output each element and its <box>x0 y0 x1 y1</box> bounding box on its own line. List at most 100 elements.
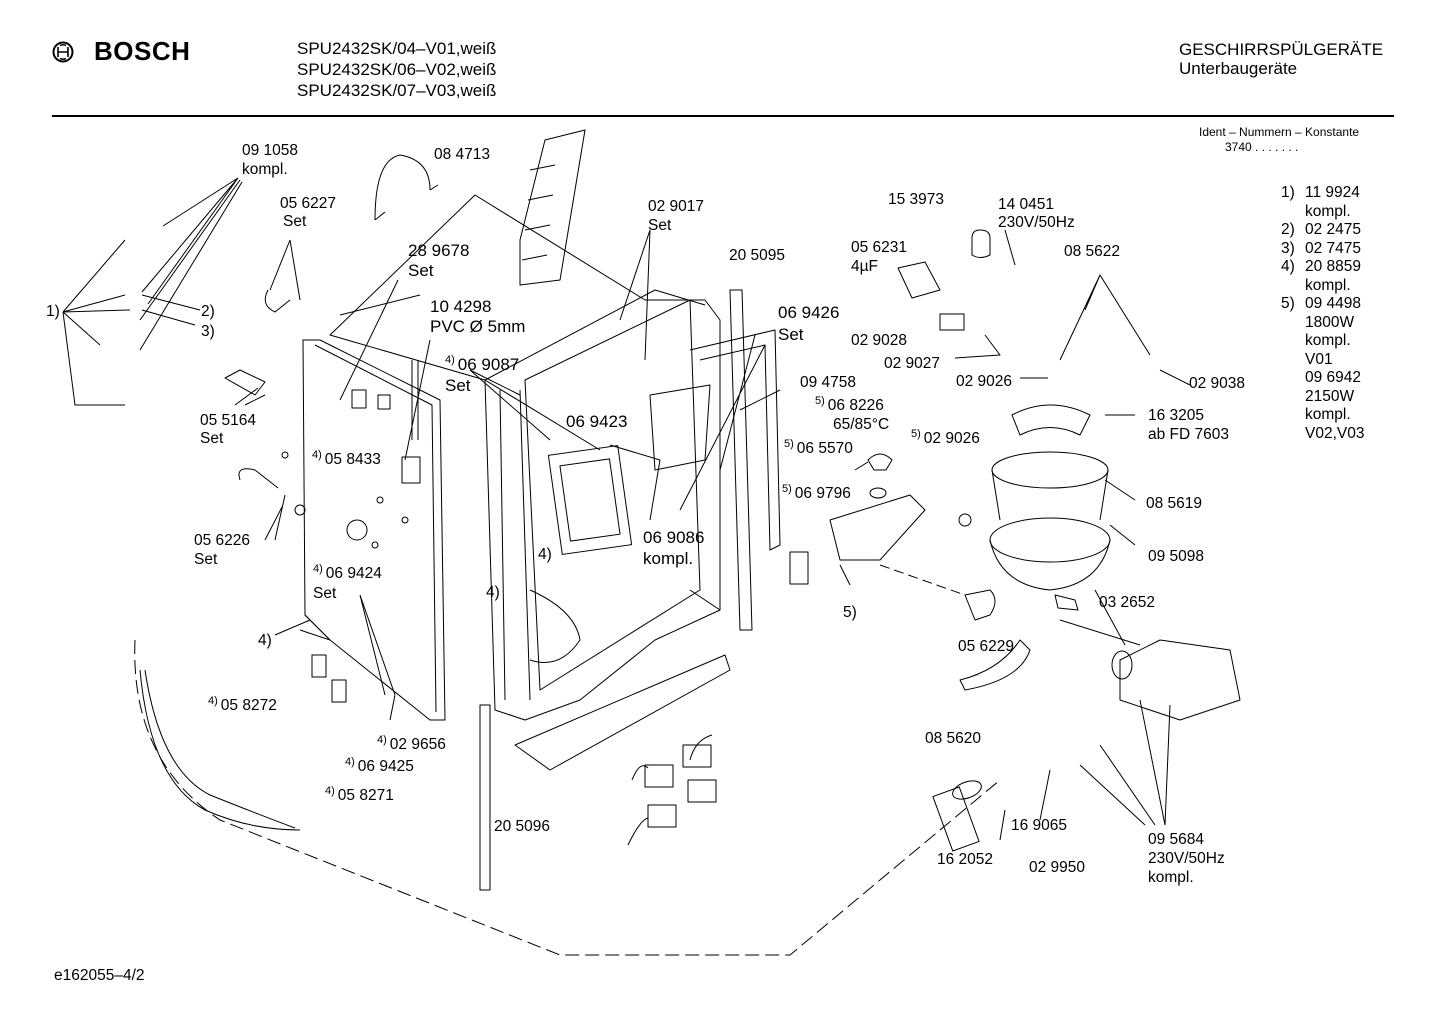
part-label: 05 6227 <box>280 195 337 212</box>
callout-label: 2) <box>201 303 215 320</box>
callout-label: 5) <box>843 604 857 621</box>
part-label: 05 6229 <box>958 638 1015 655</box>
part-label: 5)06 5570 <box>784 437 853 457</box>
part-label: 08 5619 <box>1146 495 1203 512</box>
part-label: 16 3205 <box>1148 407 1205 424</box>
connector-drawing <box>627 734 717 846</box>
part-label: 08 4713 <box>434 146 491 163</box>
ident-value: 3740 . . . . . . . <box>1225 140 1299 154</box>
constant-item: 3)02 7475 <box>1281 239 1362 257</box>
part-label: 06 9426 <box>778 303 840 322</box>
constant-item: 1800W <box>1305 313 1355 331</box>
strip-205095 <box>729 289 753 631</box>
callout-label: 4) <box>486 584 500 601</box>
part-label: 230V/50Hz <box>998 214 1075 231</box>
hose-055164 <box>224 369 266 396</box>
part-label: 16 2052 <box>937 851 994 868</box>
part-label: 4)05 8272 <box>208 694 277 714</box>
callout-label: 3) <box>201 323 215 340</box>
part-label: Set <box>408 261 434 280</box>
constant-item: 2)02 2475 <box>1281 221 1362 238</box>
constant-item: 4)20 8859 <box>1281 258 1362 275</box>
part-label: PVC Ø 5mm <box>430 317 526 336</box>
part-label: 4)06 9425 <box>345 755 414 775</box>
part-label: 15 3973 <box>888 191 945 208</box>
part-label: Set <box>283 213 307 230</box>
part-label: Set <box>200 430 224 447</box>
part-label: 5)02 9026 <box>911 427 980 447</box>
part-label: 02 9950 <box>1029 859 1086 876</box>
constant-item: 09 6942 <box>1305 369 1362 386</box>
footer-code: e162055–4/2 <box>54 967 145 984</box>
part-label: 14 0451 <box>998 196 1055 213</box>
top-rail-drawing <box>519 129 586 286</box>
part-label: 09 1058 <box>242 142 299 159</box>
seal-drawing <box>689 329 781 551</box>
part-label: 4µF <box>851 258 879 275</box>
part-label: 02 9026 <box>956 373 1013 390</box>
part-label: Set <box>194 551 218 568</box>
part-label: 02 9028 <box>851 332 908 349</box>
rail-bottom <box>514 654 731 771</box>
part-label: 5)06 8226 <box>815 394 884 414</box>
category-title: GESCHIRRSPÜLGERÄTE <box>1179 40 1384 59</box>
part-label: 06 9423 <box>566 412 628 431</box>
callout-label: 1) <box>46 303 60 320</box>
part-label: Set <box>778 325 804 344</box>
part-label: kompl. <box>242 161 288 178</box>
model-line-1: SPU2432SK/04–V01,weiß <box>297 39 497 58</box>
part-label: 4)05 8433 <box>312 448 381 468</box>
leader-lines-1 <box>62 177 243 406</box>
part-label: 230V/50Hz <box>1148 850 1225 867</box>
part-label: 20 5095 <box>729 247 786 264</box>
constant-item: kompl. <box>1305 406 1351 423</box>
part-label: kompl. <box>1148 869 1194 886</box>
constant-item: V02,V03 <box>1305 424 1365 442</box>
part-label: 10 4298 <box>430 297 492 316</box>
hose-clip-drawing <box>374 154 439 221</box>
part-label: 08 5620 <box>925 730 982 747</box>
part-label: 03 2652 <box>1099 594 1156 611</box>
part-label: 02 9027 <box>884 355 941 372</box>
brand-name: BOSCH <box>94 36 191 66</box>
part-label: 09 5684 <box>1148 831 1205 848</box>
part-label: 16 9065 <box>1011 817 1068 834</box>
part-label: Set <box>445 376 471 395</box>
part-label: 28 9678 <box>408 241 470 260</box>
part-label: 05 6231 <box>851 239 908 256</box>
part-label: 09 5098 <box>1148 548 1205 565</box>
part-label: ab FD 7603 <box>1148 426 1229 443</box>
tub-body-drawing <box>329 194 721 721</box>
part-label: 06 9086 <box>643 528 705 547</box>
part-label: 05 6226 <box>194 532 251 549</box>
part-label: 08 5622 <box>1064 243 1121 260</box>
part-label: kompl. <box>643 549 694 568</box>
brand-block: BOSCH <box>52 36 190 67</box>
model-line-3: SPU2432SK/07–V03,weiß <box>297 81 497 100</box>
constant-item: 5)09 4498 <box>1281 295 1362 312</box>
part-label: 02 9017 <box>648 198 705 215</box>
part-label: 65/85°C <box>833 416 890 433</box>
hose-056227 <box>264 289 291 313</box>
callout-label: 4) <box>258 632 272 649</box>
header-divider <box>52 115 1394 117</box>
part-label: 05 5164 <box>200 412 257 429</box>
side-panel-drawing <box>281 339 446 721</box>
constant-item: 1)11 9924 <box>1281 184 1360 201</box>
part-label: 4)06 9087 <box>445 354 520 374</box>
switch-058271 <box>331 679 347 703</box>
part-label: Set <box>648 217 672 234</box>
constant-item: 2150W <box>1305 387 1355 405</box>
part-label: Set <box>313 585 337 602</box>
model-line-2: SPU2432SK/06–V02,weiß <box>297 60 497 79</box>
part-label: 4)06 9424 <box>313 562 382 582</box>
constant-item: kompl. <box>1305 332 1351 349</box>
hose-056226 <box>238 468 279 489</box>
constants-list: 1)11 9924 kompl. 2)02 2475 3)02 7475 4)2… <box>1281 184 1364 443</box>
ident-title: Ident – Nummern – Konstante <box>1199 125 1360 139</box>
part-label: 4)05 8271 <box>325 784 394 804</box>
strip-205096 <box>479 704 491 891</box>
bosch-logo-icon <box>52 41 74 62</box>
callout-label: 4) <box>538 546 552 563</box>
